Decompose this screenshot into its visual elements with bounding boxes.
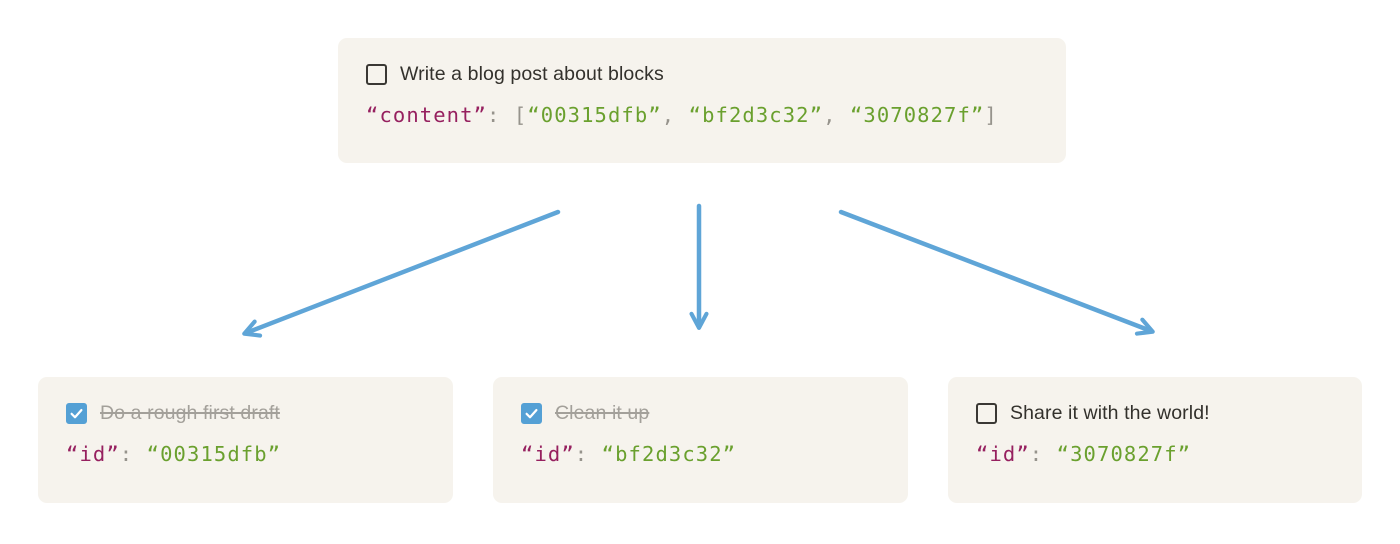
child-todo-row: Do a rough first draft <box>66 400 425 426</box>
todo-checkbox[interactable] <box>521 402 542 424</box>
checkmark-icon <box>70 408 83 418</box>
json-key: “id” <box>66 442 120 466</box>
json-comma: , <box>823 103 850 127</box>
json-string-id-2: “bf2d3c32” <box>688 103 824 127</box>
child-block-card-3: Share it with the world! “id”: “3070827f… <box>948 377 1362 503</box>
json-string-id: “bf2d3c32” <box>601 442 737 466</box>
child-json-snippet: “id”: “bf2d3c32” <box>521 440 880 468</box>
child-json-snippet: “id”: “3070827f” <box>976 440 1334 468</box>
json-comma: , <box>661 103 689 127</box>
json-close-bracket: ] <box>984 103 998 127</box>
json-string-id: “3070827f” <box>1056 442 1192 466</box>
json-key: “id” <box>976 442 1030 466</box>
todo-label: Share it with the world! <box>1010 401 1210 424</box>
json-colon: : <box>1029 442 1057 466</box>
todo-label: Clean it up <box>555 401 650 424</box>
checkmark-icon <box>525 408 538 418</box>
child-json-snippet: “id”: “00315dfb” <box>66 440 425 468</box>
json-key: “id” <box>521 442 575 466</box>
todo-checkbox[interactable] <box>366 63 387 85</box>
todo-label: Do a rough first draft <box>100 401 280 424</box>
todo-checkbox[interactable] <box>976 402 997 424</box>
json-colon: : <box>486 103 514 127</box>
parent-block-card: Write a blog post about blocks “content”… <box>338 38 1066 163</box>
json-open-bracket: [ <box>513 103 528 127</box>
json-colon: : <box>119 442 147 466</box>
arrow-to-child-1 <box>242 209 561 338</box>
json-string-id-3: “3070827f” <box>849 103 985 127</box>
child-todo-row: Share it with the world! <box>976 400 1334 426</box>
child-block-card-1: Do a rough first draft “id”: “00315dfb” <box>38 377 453 503</box>
parent-todo-row: Write a blog post about blocks <box>366 61 1038 87</box>
child-todo-row: Clean it up <box>521 400 880 426</box>
json-colon: : <box>574 442 602 466</box>
child-block-card-2: Clean it up “id”: “bf2d3c32” <box>493 377 908 503</box>
todo-checkbox[interactable] <box>66 402 87 424</box>
parent-json-snippet: “content”: [“00315dfb”, “bf2d3c32”, “307… <box>366 101 1038 129</box>
json-string-id: “00315dfb” <box>146 442 282 466</box>
arrow-to-child-3 <box>838 209 1155 336</box>
json-string-id-1: “00315dfb” <box>527 103 662 127</box>
todo-label: Write a blog post about blocks <box>400 62 664 85</box>
json-key: “content” <box>366 103 487 127</box>
